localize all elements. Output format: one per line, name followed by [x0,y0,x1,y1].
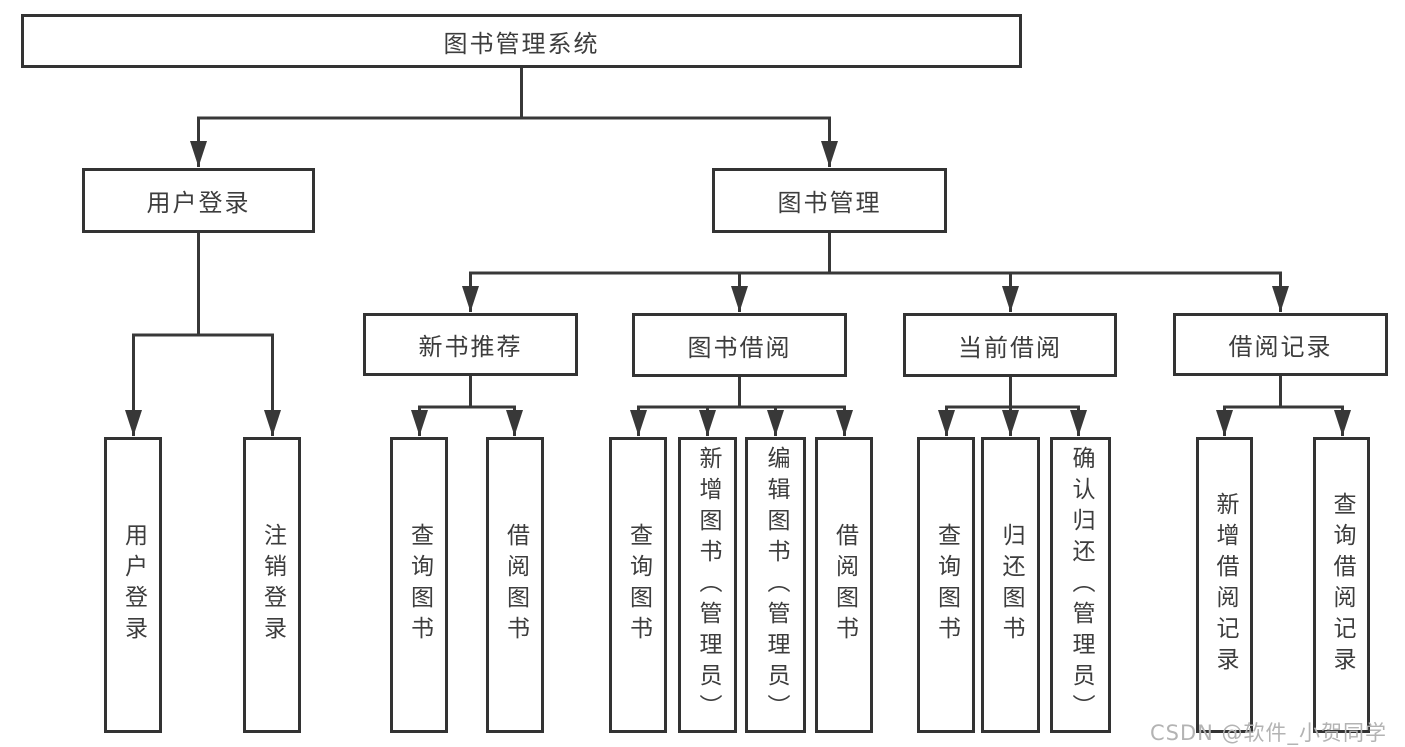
leaf-bb-add-book-admin: 新增图书（管理员） [678,437,737,733]
leaf-cb-confirm-return-admin: 确认归还（管理员） [1050,437,1111,733]
leaf-br-add-borrow-record: 新增借阅记录 [1196,437,1253,733]
leaf-logout-login-label: 注销登录 [259,523,286,647]
leaf-bb-borrow-books: 借阅图书 [815,437,873,733]
leaf-user-login: 用户登录 [104,437,162,733]
watermark-text: CSDN @软件_小贺同学 [1150,721,1388,745]
leaf-nbr-borrow-books: 借阅图书 [486,437,544,733]
node-library-management-system: 图书管理系统 [21,14,1022,68]
leaf-logout-login: 注销登录 [243,437,301,733]
leaf-cb-query-books-label: 查询图书 [933,523,960,647]
leaf-bb-query-books: 查询图书 [609,437,667,733]
leaf-cb-return-book: 归还图书 [981,437,1040,733]
node-user-login-branch: 用户登录 [82,168,315,233]
node-new-book-recommendation: 新书推荐 [363,313,578,376]
leaf-user-login-label: 用户登录 [120,523,147,647]
leaf-nbr-query-books-label: 查询图书 [406,523,433,647]
leaf-nbr-query-books: 查询图书 [390,437,448,733]
leaf-cb-query-books: 查询图书 [917,437,975,733]
leaf-nbr-borrow-books-label: 借阅图书 [502,523,529,647]
leaf-cb-confirm-return-admin-label: 确认归还（管理员） [1068,445,1094,725]
leaf-br-add-borrow-record-label: 新增借阅记录 [1212,492,1238,678]
leaf-cb-return-book-label: 归还图书 [998,523,1024,647]
leaf-bb-add-book-admin-label: 新增图书（管理员） [695,445,721,725]
leaf-bb-edit-book-admin-label: 编辑图书（管理员） [763,445,789,725]
leaf-bb-edit-book-admin: 编辑图书（管理员） [745,437,806,733]
leaf-br-query-borrow-record: 查询借阅记录 [1313,437,1370,733]
node-borrowing-records: 借阅记录 [1173,313,1388,376]
leaf-bb-borrow-books-label: 借阅图书 [831,523,858,647]
leaf-br-query-borrow-record-label: 查询借阅记录 [1329,492,1355,678]
node-book-borrowing: 图书借阅 [632,313,847,377]
leaf-bb-query-books-label: 查询图书 [625,523,652,647]
node-current-borrowing: 当前借阅 [903,313,1117,377]
node-book-management-branch: 图书管理 [712,168,947,233]
